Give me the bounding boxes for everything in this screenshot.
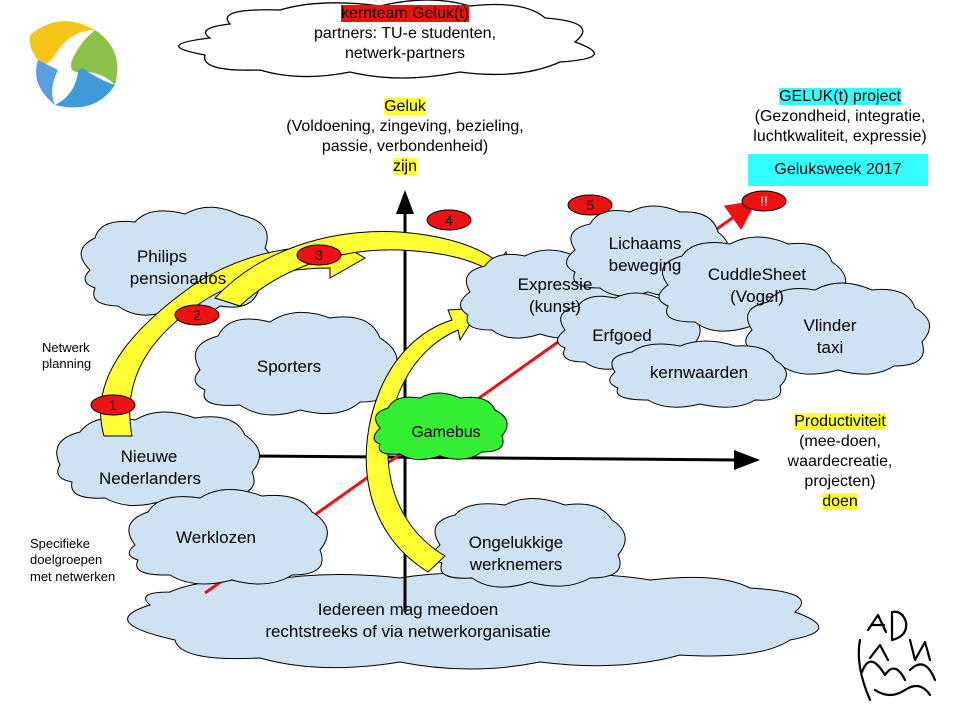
team-line-1: partners: TU-e studenten, <box>313 25 497 42</box>
geluk-tag: zijn <box>392 158 417 175</box>
marker-4-label: 4 <box>445 212 453 228</box>
specifieke-doelgroepen-label: Specifieke doelgroepen met netwerken <box>30 536 115 585</box>
werklozen-cloud <box>128 488 328 585</box>
erfgoed-label: Erfgoed <box>592 326 652 345</box>
marker-4-shape <box>426 209 472 231</box>
x-axis-arrowhead <box>734 450 760 470</box>
geluk-block: Geluk (Voldoening, zingeving, bezieling,… <box>255 97 555 177</box>
ongelukkige-cloud <box>432 498 626 588</box>
signature-logo-icon <box>857 610 937 702</box>
team-cloud <box>178 0 595 79</box>
marker-2-shape <box>174 304 220 326</box>
team-title: kernteam Geluk(t) <box>340 5 470 22</box>
philips-label-1: Philips <box>137 247 187 266</box>
lichaams-label-1: Lichaams <box>609 234 682 253</box>
geluk-line-2: passie, verbondenheid) <box>321 138 489 155</box>
specifieke-line-1: Specifieke <box>30 536 90 551</box>
marker-5-label: 5 <box>586 197 594 213</box>
marker-1-label: 1 <box>109 397 117 413</box>
ongelukkige-label-2: werknemers <box>469 555 563 574</box>
werklozen-label: Werklozen <box>176 528 256 547</box>
specifieke-line-3: met netwerken <box>30 568 116 584</box>
cuddlesheet-label-2: (Vogel) <box>730 287 784 306</box>
netwerk-line-1: Netwerk <box>42 340 90 355</box>
team-block: kernteam Geluk(t) partners: TU-e student… <box>270 4 540 64</box>
productiviteit-line-2: waardecreatie, <box>787 453 893 470</box>
geluksweek-box: Geluksweek 2017 <box>748 154 928 186</box>
marker-6-label: !! <box>760 193 768 209</box>
project-line-2: luchtkwaliteit, expressie) <box>753 128 927 145</box>
nieuwe-label-2: Nederlanders <box>99 469 201 488</box>
logo-icon <box>29 21 118 108</box>
gamebus-label: Gamebus <box>411 424 480 441</box>
gamebus-cloud <box>373 392 508 460</box>
productiviteit-block: Productiviteit (mee-doen, waardecreatie,… <box>755 412 925 512</box>
specifieke-line-2: doelgroepen <box>30 552 103 568</box>
productiviteit-line-1: (mee-doen, <box>799 433 881 450</box>
philips-label-2: pensionados <box>130 269 226 288</box>
y-axis-arrowhead <box>396 190 414 214</box>
project-title: GELUK(t) project <box>779 88 901 105</box>
productiviteit-line-3: projecten) <box>804 473 876 490</box>
netwerk-planning-label: Netwerk planning <box>42 340 91 373</box>
x-axis <box>254 454 739 462</box>
sporters-label: Sporters <box>257 357 321 376</box>
cuddlesheet-label-1: CuddleSheet <box>708 265 807 284</box>
expressie-label-2: (kunst) <box>529 297 581 316</box>
team-line-2: netwerk-partners <box>344 45 466 62</box>
kernwaarden-cloud <box>609 340 787 408</box>
iedereen-label-2: rechtstreeks of via netwerkorganisatie <box>265 622 550 641</box>
marker-6-shape <box>741 190 787 212</box>
ongelukkige-label-1: Ongelukkige <box>469 533 564 552</box>
project-block: GELUK(t) project (Gezondheid, integratie… <box>725 87 955 147</box>
marker-1-shape <box>90 394 136 416</box>
geluk-line-1: (Voldoening, zingeving, bezieling, <box>286 118 524 135</box>
iedereen-cloud <box>127 572 820 670</box>
marker-5-shape <box>567 194 613 216</box>
vlinder-label-1: Vlinder <box>804 316 857 335</box>
marker-2-label: 2 <box>193 307 201 323</box>
marker-3-shape <box>296 244 342 266</box>
productiviteit-title: Productiviteit <box>794 413 886 430</box>
kernwaarden-label: kernwaarden <box>650 363 748 382</box>
nieuwe-label-1: Nieuwe <box>121 447 178 466</box>
expressie-label-1: Expressie <box>518 275 593 294</box>
geluk-title: Geluk <box>384 98 426 115</box>
iedereen-label-1: Iedereen mag meedoen <box>318 600 499 619</box>
netwerk-line-2: planning <box>42 356 92 372</box>
productiviteit-tag: doen <box>822 493 858 510</box>
vlinder-label-2: taxi <box>817 338 843 357</box>
marker-3-label: 3 <box>315 247 323 263</box>
project-line-1: (Gezondheid, integratie, <box>754 108 926 125</box>
lichaams-label-2: beweging <box>609 256 682 275</box>
